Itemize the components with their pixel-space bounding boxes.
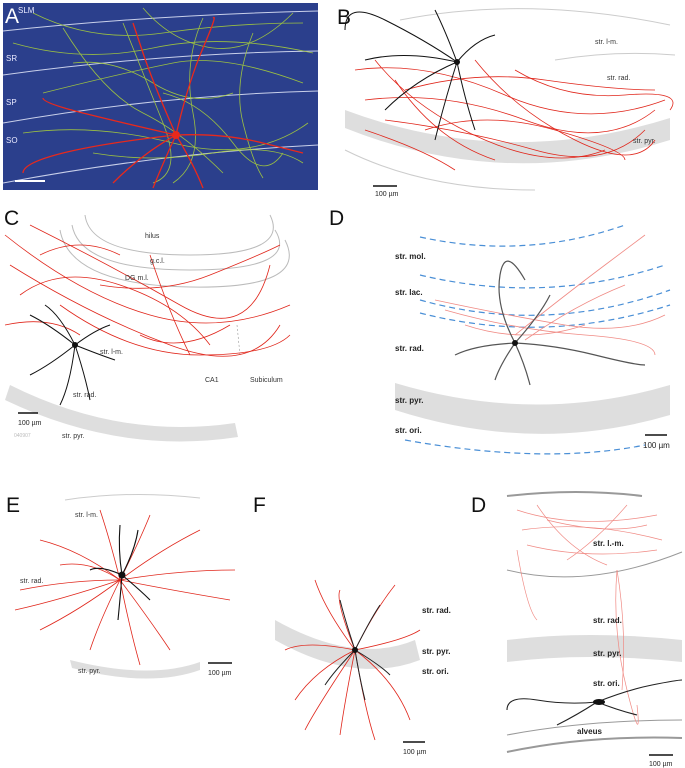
panel-f-dendrites [324, 599, 391, 701]
panel-f-pyramidal-layer [275, 620, 420, 669]
panel-c-letter: C [4, 207, 19, 230]
panel-b-pyramidal-layer [345, 110, 670, 164]
panel-f: F str. rad. str. pyr. str. ori. 100 µm [245, 490, 475, 768]
panel-d-top-letter: D [329, 207, 344, 230]
panel-d-top-label-lac: str. lac. [395, 288, 423, 297]
panel-d-bottom-axon [516, 504, 663, 725]
panel-e-label-rad: str. rad. [20, 578, 43, 585]
panel-d-bottom-label-pyr: str. pyr. [593, 649, 621, 658]
panel-a: A SLM SR SP SO [3, 3, 318, 190]
panel-c-image: C hilus g.c.l. DG m.l. str. l-m. str. ra… [4, 207, 291, 442]
panel-a-layer-slm: SLM [18, 6, 35, 15]
panel-c-dendrites [29, 304, 116, 406]
panel-a-layer-sp: SP [6, 98, 17, 107]
panel-d-top-pyramidal-layer [395, 383, 670, 434]
panel-d-bottom-pyramidal-layer [507, 635, 682, 662]
panel-e-image: E str. l-m. str. rad. str. pyr. 100 µm [6, 493, 236, 679]
panel-d-top-boundaries [404, 224, 671, 455]
panel-f-letter: F [253, 494, 266, 517]
panel-d-bottom-label-ori: str. ori. [593, 679, 620, 688]
panel-d-top-label-mol: str. mol. [395, 252, 426, 261]
panel-c-label-pyr: str. pyr. [62, 433, 85, 440]
panel-b: B str. l-m. str. rad. str. pyr. 100 µm [325, 0, 685, 205]
panel-e: E str. l-m. str. rad. str. pyr. 100 µm [0, 490, 250, 690]
panel-c-label-hilus: hilus [145, 233, 160, 240]
panel-b-label-pyr: str. pyr. [633, 138, 656, 145]
panel-c-axon [4, 224, 291, 357]
panel-b-axon [354, 59, 674, 171]
panel-c-pyramidal-layer [5, 385, 238, 442]
panel-d-bottom-label-lm: str. l.-m. [593, 539, 624, 548]
panel-c-faint-label: 040907 [14, 433, 31, 439]
panel-e-label-lm: str. l-m. [75, 512, 98, 519]
panel-d-bottom-label-alveus: alveus [577, 727, 602, 736]
panel-a-image: A SLM SR SP SO [3, 3, 318, 190]
panel-c-label-rad: str. rad. [73, 392, 96, 399]
panel-f-label-rad: str. rad. [422, 606, 451, 615]
panel-e-letter: E [6, 494, 20, 517]
panel-e-axon [14, 509, 236, 666]
panel-b-dendrites [344, 9, 496, 141]
panel-f-image: F str. rad. str. pyr. str. ori. 100 µm [253, 494, 451, 756]
panel-a-layer-sr: SR [6, 54, 17, 63]
panel-d-top-label-pyr: str. pyr. [395, 396, 423, 405]
panel-d-bottom-letter: D [471, 494, 486, 517]
panel-d-top-scale-label: 100 µm [643, 441, 670, 450]
panel-b-label-lm: str. l-m. [595, 39, 618, 46]
panel-f-label-ori: str. ori. [422, 667, 449, 676]
panel-e-pyramidal-layer [70, 660, 200, 679]
panel-d-top-dendrites [454, 260, 646, 386]
panel-d-top-label-rad: str. rad. [395, 344, 424, 353]
panel-e-scale-label: 100 µm [208, 670, 232, 677]
panel-d-top-image: D str. mol. str. lac. str. rad. str. pyr… [329, 207, 671, 455]
panel-c: C hilus g.c.l. DG m.l. str. l-m. str. ra… [0, 205, 300, 450]
panel-a-layer-so: SO [6, 136, 18, 145]
panel-c-scale-label: 100 µm [18, 420, 42, 427]
panel-a-dendrites [22, 16, 304, 189]
panel-e-dendrites [89, 524, 151, 621]
panel-b-letter: B [337, 6, 351, 29]
panel-e-label-pyr: str. pyr. [78, 668, 101, 675]
panel-c-label-dgml: DG m.l. [125, 275, 149, 282]
panel-f-scale-label: 100 µm [403, 749, 427, 756]
panel-b-label-rad: str. rad. [607, 75, 630, 82]
panel-d-top-label-ori: str. ori. [395, 426, 422, 435]
panel-d-bottom-scale-label: 100 µm [649, 761, 673, 768]
panel-a-letter: A [5, 5, 19, 28]
panel-d-bottom: D str. l.-m. str. rad. str. pyr. str. or… [467, 490, 685, 768]
panel-b-image: B str. l-m. str. rad. str. pyr. 100 µm [337, 6, 676, 198]
panel-c-label-gcl: g.c.l. [150, 258, 165, 265]
panel-d-bottom-image: D str. l.-m. str. rad. str. pyr. str. or… [471, 491, 683, 768]
panel-c-label-ca1: CA1 [205, 377, 219, 384]
panel-b-scale-label: 100 µm [375, 191, 399, 198]
panel-d-top: D str. mol. str. lac. str. rad. str. pyr… [325, 205, 685, 470]
panel-f-label-pyr: str. pyr. [422, 647, 450, 656]
panel-c-label-lm: str. l-m. [100, 349, 123, 356]
panel-c-label-subiculum: Subiculum [250, 377, 283, 384]
panel-d-top-axon [434, 234, 666, 356]
panel-d-bottom-label-rad: str. rad. [593, 616, 622, 625]
